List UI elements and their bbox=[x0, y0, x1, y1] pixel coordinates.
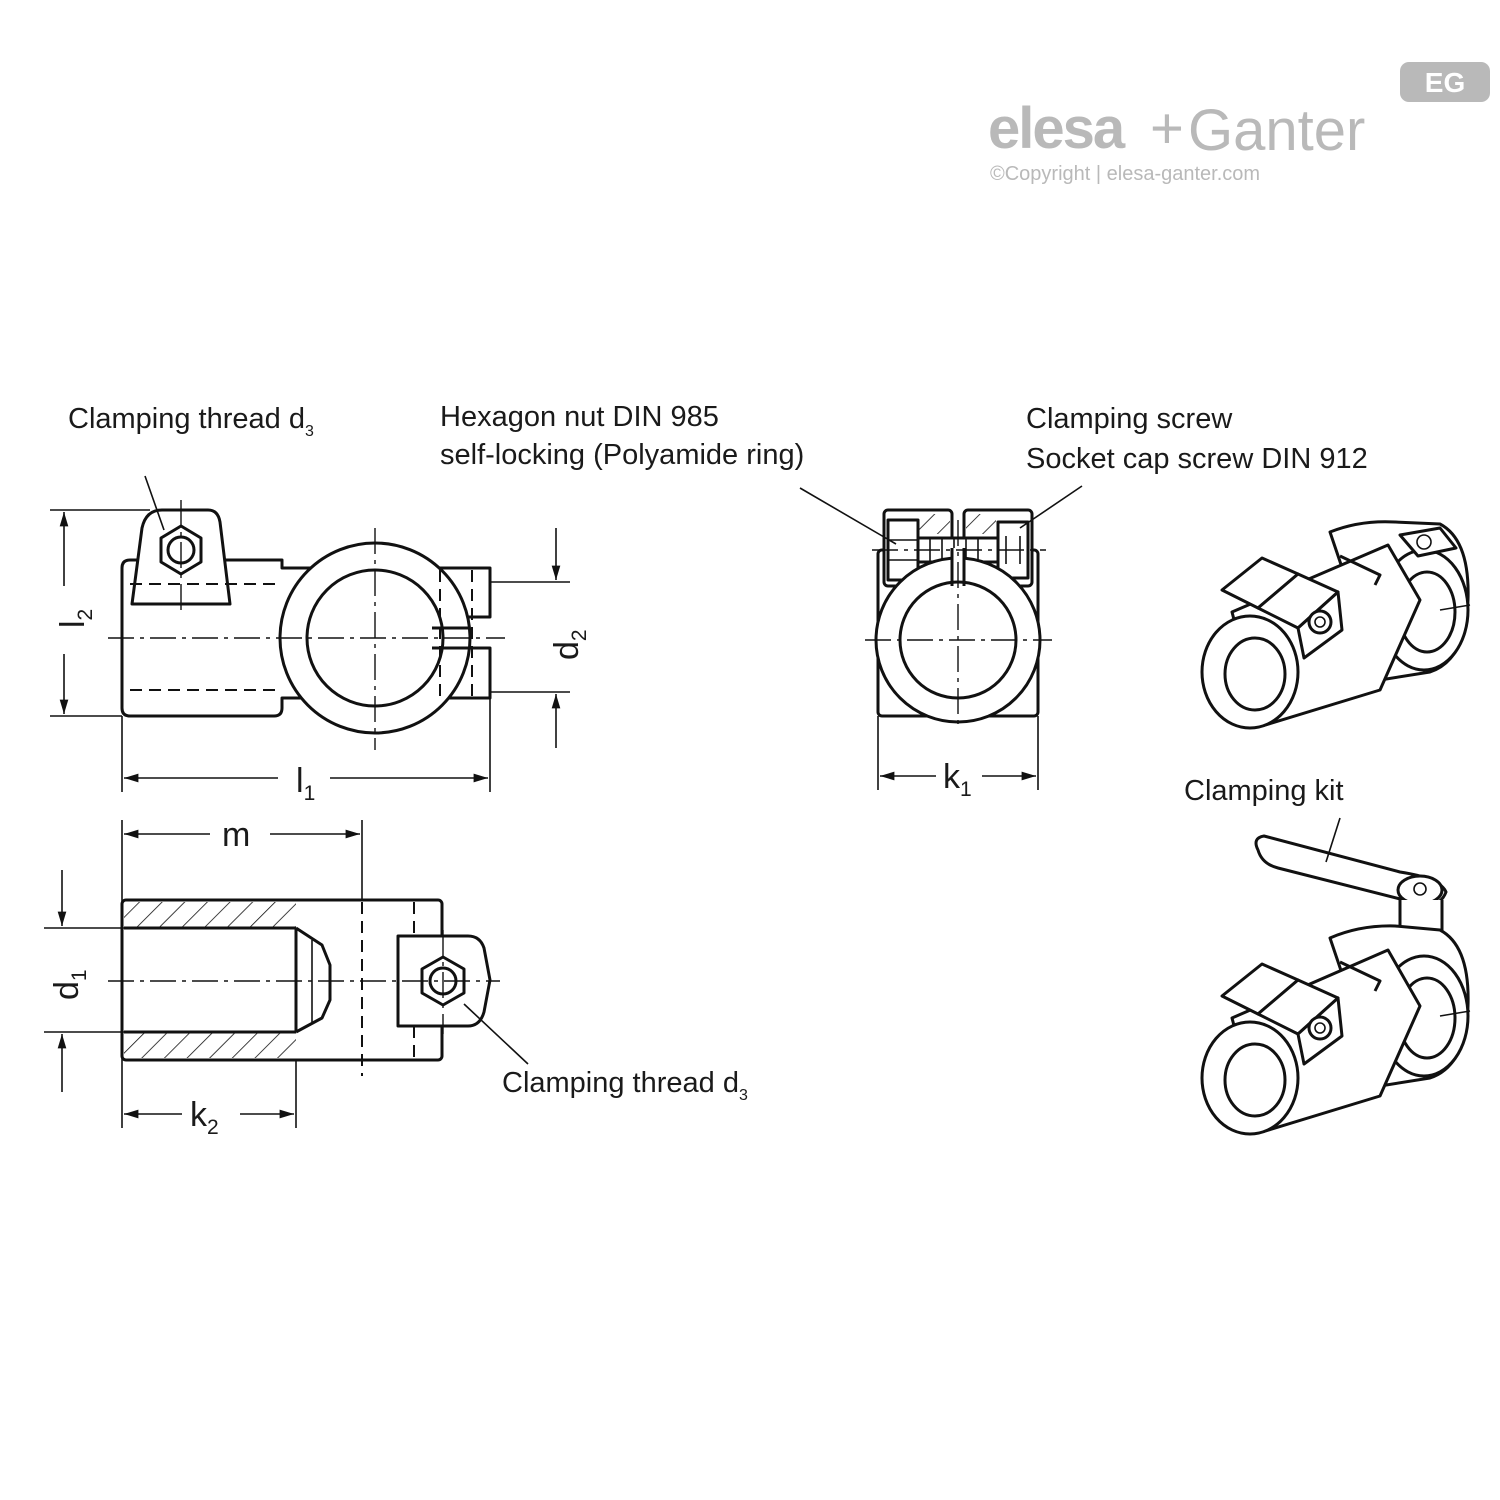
dim-m: m bbox=[222, 816, 250, 854]
logo-copyright: ©Copyright | elesa-ganter.com bbox=[990, 163, 1260, 185]
clamping-kit-view bbox=[1200, 817, 1471, 1136]
side-view-hatch-right bbox=[966, 514, 996, 534]
logo-brand-elesa: elesa bbox=[988, 96, 1126, 161]
callout-clamping-screw-line1: Clamping screw bbox=[1026, 403, 1233, 435]
callout-hexagon-nut-line1: Hexagon nut DIN 985 bbox=[440, 401, 719, 433]
dim-l2: l2 bbox=[54, 609, 97, 628]
front-view: l2 d2 l1 bbox=[50, 475, 591, 805]
callout-clamping-thread-top: Clamping thread d3 bbox=[68, 403, 314, 440]
kit-clamp-screw bbox=[1307, 1015, 1333, 1041]
section-view: m d1 k2 bbox=[44, 816, 529, 1139]
dim-k1: k1 bbox=[943, 758, 972, 801]
side-view: k1 bbox=[799, 485, 1083, 801]
section-view-hatch-top bbox=[124, 902, 296, 928]
callout-clamping-screw-line2: Socket cap screw DIN 912 bbox=[1026, 443, 1368, 475]
front-view-body bbox=[120, 558, 492, 718]
eg-badge-text: EG bbox=[1425, 67, 1465, 98]
dim-l1: l1 bbox=[296, 762, 315, 805]
side-view-hatch-left bbox=[918, 514, 950, 534]
dim-d2: d2 bbox=[548, 629, 591, 660]
isometric-view bbox=[1200, 520, 1471, 730]
logo-plus: + bbox=[1150, 96, 1184, 161]
dim-k2: k2 bbox=[190, 1096, 219, 1139]
callout-clamping-kit: Clamping kit bbox=[1184, 775, 1344, 807]
callout-hexagon-nut-line2: self-locking (Polyamide ring) bbox=[440, 439, 804, 471]
iso-clamp-screw bbox=[1307, 609, 1333, 635]
logo-brand-ganter: Ganter bbox=[1188, 98, 1365, 163]
callout-clamping-thread-bottom: Clamping thread d3 bbox=[502, 1067, 748, 1104]
elesa-ganter-logo: EG elesa + Ganter ©Copyright | elesa-gan… bbox=[988, 62, 1490, 185]
section-view-hatch-bottom bbox=[124, 1032, 296, 1058]
eg-badge bbox=[1400, 62, 1490, 102]
dim-d1: d1 bbox=[48, 969, 91, 1000]
